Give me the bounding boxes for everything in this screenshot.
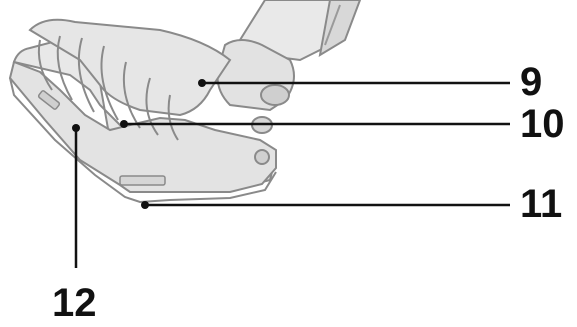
leader-lines (72, 79, 510, 268)
callout-9-label: 9 (520, 60, 543, 104)
leader-10-dot (120, 120, 128, 128)
leader-9-dot (198, 79, 206, 87)
callout-12-label: 12 (52, 281, 97, 325)
callout-11-label: 11 (520, 182, 563, 226)
leader-11-dot (141, 201, 149, 209)
leader-12-dot (72, 124, 80, 132)
callout-10-label: 10 (520, 102, 565, 146)
roller-brush (37, 35, 179, 141)
